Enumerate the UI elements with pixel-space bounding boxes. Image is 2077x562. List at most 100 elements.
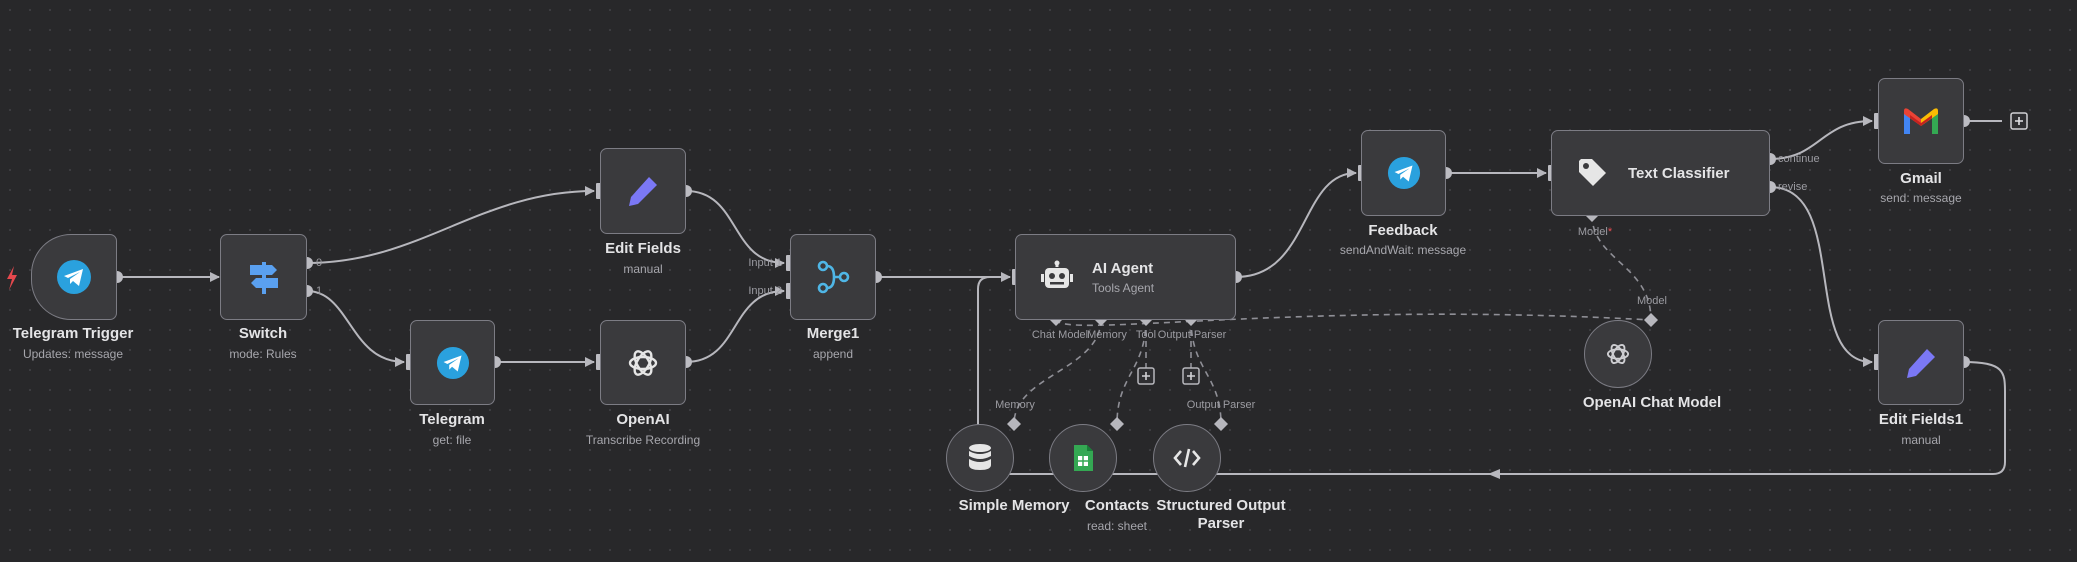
node-switch[interactable] (220, 234, 307, 320)
node-openai[interactable] (600, 320, 686, 405)
classifier-model-port-label: Model* (1578, 226, 1612, 238)
node-feedback[interactable] (1361, 130, 1446, 216)
node-subtitle: sendAndWait: message (1339, 243, 1467, 257)
node-telegram[interactable] (410, 320, 495, 405)
node-subtitle: manual (623, 262, 663, 276)
merge-input-2-label: Input 2 (748, 285, 782, 297)
loop-arrow-icon (1488, 469, 1500, 479)
node-title: Telegram (419, 411, 485, 428)
edge-editfields-merge[interactable] (685, 190, 785, 268)
node-subtitle: Tools Agent (1092, 280, 1155, 295)
node-subtitle: Transcribe Recording (585, 433, 701, 447)
classifier-output-continue-label: continue (1778, 153, 1820, 165)
openai-icon (625, 345, 661, 381)
edge-memory-agent[interactable] (1013, 318, 1102, 425)
port-label-tool: Tool (1135, 329, 1157, 341)
node-title: Simple Memory (958, 497, 1070, 514)
node-simple-memory[interactable] (946, 424, 1014, 492)
node-subtitle: get: file (432, 433, 472, 447)
signpost-icon (245, 258, 283, 296)
robot-icon (1040, 260, 1074, 294)
node-merge[interactable] (790, 234, 876, 320)
node-subtitle: mode: Rules (229, 347, 297, 361)
in-port-telegram[interactable] (406, 354, 411, 370)
in-port-merge-1[interactable] (786, 255, 791, 271)
node-title: OpenAI Chat Model (1582, 394, 1722, 411)
node-title: Text Classifier (1628, 164, 1730, 182)
node-subtitle: read: sheet (1086, 519, 1148, 533)
chatmodel-port-label: Model (1637, 295, 1667, 307)
node-ai-agent[interactable]: AI Agent Tools Agent (1015, 234, 1236, 320)
node-subtitle: Updates: message (22, 347, 124, 361)
node-title: OpenAI (616, 411, 670, 428)
switch-output-1-label: 1 (316, 285, 323, 297)
node-contacts[interactable] (1049, 424, 1117, 492)
node-subtitle: send: message (1880, 191, 1962, 205)
pencil-icon (625, 173, 661, 209)
node-title: Contacts (1084, 497, 1150, 514)
node-subtitle: manual (1901, 433, 1941, 447)
node-title: Merge1 (806, 325, 860, 342)
port-contacts-out[interactable] (1110, 417, 1124, 431)
in-port-editfields1[interactable] (1874, 354, 1879, 370)
node-title: Telegram Trigger (12, 325, 134, 342)
switch-output-0-label: 0 (316, 257, 323, 269)
node-subtitle: append (812, 347, 854, 361)
node-title: Feedback (1368, 222, 1438, 239)
node-title: Gmail (1900, 170, 1942, 187)
add-node-button[interactable] (2010, 112, 2028, 130)
node-title: AI Agent (1092, 259, 1154, 277)
node-openai-chat-model[interactable] (1584, 320, 1652, 388)
edge-switch-editfields[interactable] (306, 186, 595, 264)
port-label-output-parser: Output Parser (1157, 329, 1227, 341)
edge-classifier-editfields1[interactable] (1769, 186, 1873, 367)
port-memory-out[interactable] (1007, 417, 1021, 431)
edge-parser-agent[interactable] (1190, 318, 1222, 425)
merge-input-1-label: Input 1 (748, 257, 782, 269)
edge-agent-feedback[interactable] (1235, 168, 1357, 278)
node-edit-fields1[interactable] (1878, 320, 1964, 405)
edge-classifier-gmail[interactable] (1769, 116, 1873, 160)
edge-openai-merge[interactable] (685, 286, 785, 363)
telegram-icon (1387, 156, 1421, 190)
node-title: Switch (238, 325, 288, 342)
code-icon (1173, 447, 1201, 469)
google-sheets-icon (1072, 444, 1094, 472)
node-gmail[interactable] (1878, 78, 1964, 164)
pencil-icon (1903, 345, 1939, 381)
database-icon (966, 443, 994, 473)
telegram-icon (56, 259, 92, 295)
node-edit-fields[interactable] (600, 148, 686, 234)
merge-icon (814, 258, 852, 296)
model-port-text: Model (1577, 226, 1608, 238)
openai-icon (1604, 340, 1632, 368)
node-telegram-trigger[interactable] (31, 234, 117, 320)
telegram-icon (436, 346, 470, 380)
node-text-classifier[interactable]: Text Classifier (1551, 130, 1770, 216)
port-parser-out[interactable] (1214, 417, 1228, 431)
node-title: Structured Output Parser (1156, 497, 1286, 532)
in-port-merge-2[interactable] (786, 283, 791, 299)
port-label-memory: Memory (1087, 329, 1127, 341)
add-tool-button[interactable] (1137, 367, 1155, 385)
memory-port-label: Memory (995, 399, 1035, 411)
node-title: Edit Fields1 (1878, 411, 1964, 428)
port-chatmodel-out[interactable] (1644, 313, 1658, 327)
required-marker: * (1607, 226, 1613, 238)
tag-icon (1576, 156, 1610, 190)
edge-contacts-agent[interactable] (1116, 318, 1147, 425)
parser-port-label: Output Parser (1186, 399, 1256, 411)
gmail-icon (1902, 106, 1940, 136)
add-parser-button[interactable] (1182, 367, 1200, 385)
in-port-gmail[interactable] (1874, 113, 1879, 129)
port-label-chat-model: Chat Model (1031, 329, 1089, 341)
in-port-openai[interactable] (596, 354, 601, 370)
node-structured-output-parser[interactable] (1153, 424, 1221, 492)
node-title: Edit Fields (605, 240, 681, 257)
edge-switch-telegram[interactable] (306, 290, 405, 367)
classifier-output-revise-label: revise (1778, 181, 1808, 193)
edge-chatmodel-classifier[interactable] (1591, 214, 1652, 321)
in-port-editfields[interactable] (596, 183, 601, 199)
lightning-icon (7, 266, 17, 290)
